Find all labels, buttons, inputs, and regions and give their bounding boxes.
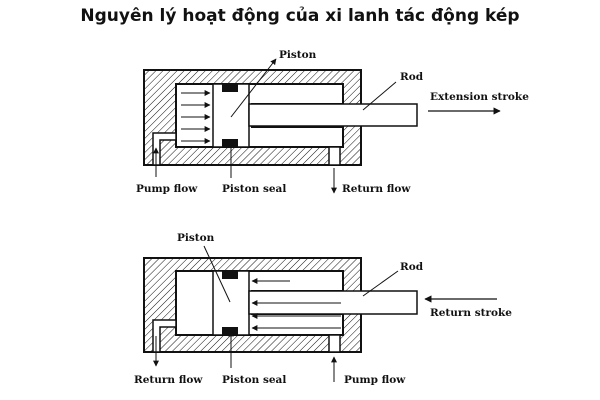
bottom-pump-flow-label: Pump flow <box>344 374 406 386</box>
top-return-flow-label: Return flow <box>342 183 411 195</box>
bottom-piston-leader <box>203 245 231 303</box>
top-piston-seal-upper <box>222 84 238 92</box>
top-piston-seal-lower <box>222 139 238 147</box>
bottom-piston-seal-upper <box>222 271 238 279</box>
top-piston <box>212 83 250 148</box>
page-title: Nguyên lý hoạt động của xi lanh tác động… <box>80 6 520 26</box>
bottom-piston-seal-lower <box>222 327 238 335</box>
bottom-piston <box>212 270 250 336</box>
bottom-pressure-arrows <box>251 278 341 331</box>
top-cylinder: Piston Rod Extension stroke Pump flow Pi… <box>136 49 529 195</box>
top-piston-leader <box>230 58 277 118</box>
top-rod-label: Rod <box>400 71 424 83</box>
top-stroke-label: Extension stroke <box>430 91 529 103</box>
bottom-return-port <box>152 319 177 353</box>
top-pump-flow-label: Pump flow <box>136 183 198 195</box>
top-rod <box>248 103 418 127</box>
bottom-piston-seal-label: Piston seal <box>222 374 286 386</box>
bottom-cylinder: Piston Rod Return stroke Return flow Pis… <box>134 232 512 386</box>
top-rod-leader <box>362 81 397 111</box>
bottom-stroke-label: Return stroke <box>430 307 512 319</box>
top-piston-seal-label: Piston seal <box>222 183 286 195</box>
top-piston-label: Piston <box>279 49 317 61</box>
top-pump-port <box>152 132 177 166</box>
top-return-port <box>328 146 341 166</box>
bottom-pump-port <box>328 334 341 353</box>
bottom-piston-label: Piston <box>177 232 215 244</box>
bottom-return-flow-label: Return flow <box>134 374 203 386</box>
top-pressure-arrows <box>181 90 211 144</box>
bottom-rod-leader <box>362 270 399 297</box>
bottom-rod-label: Rod <box>400 261 424 273</box>
